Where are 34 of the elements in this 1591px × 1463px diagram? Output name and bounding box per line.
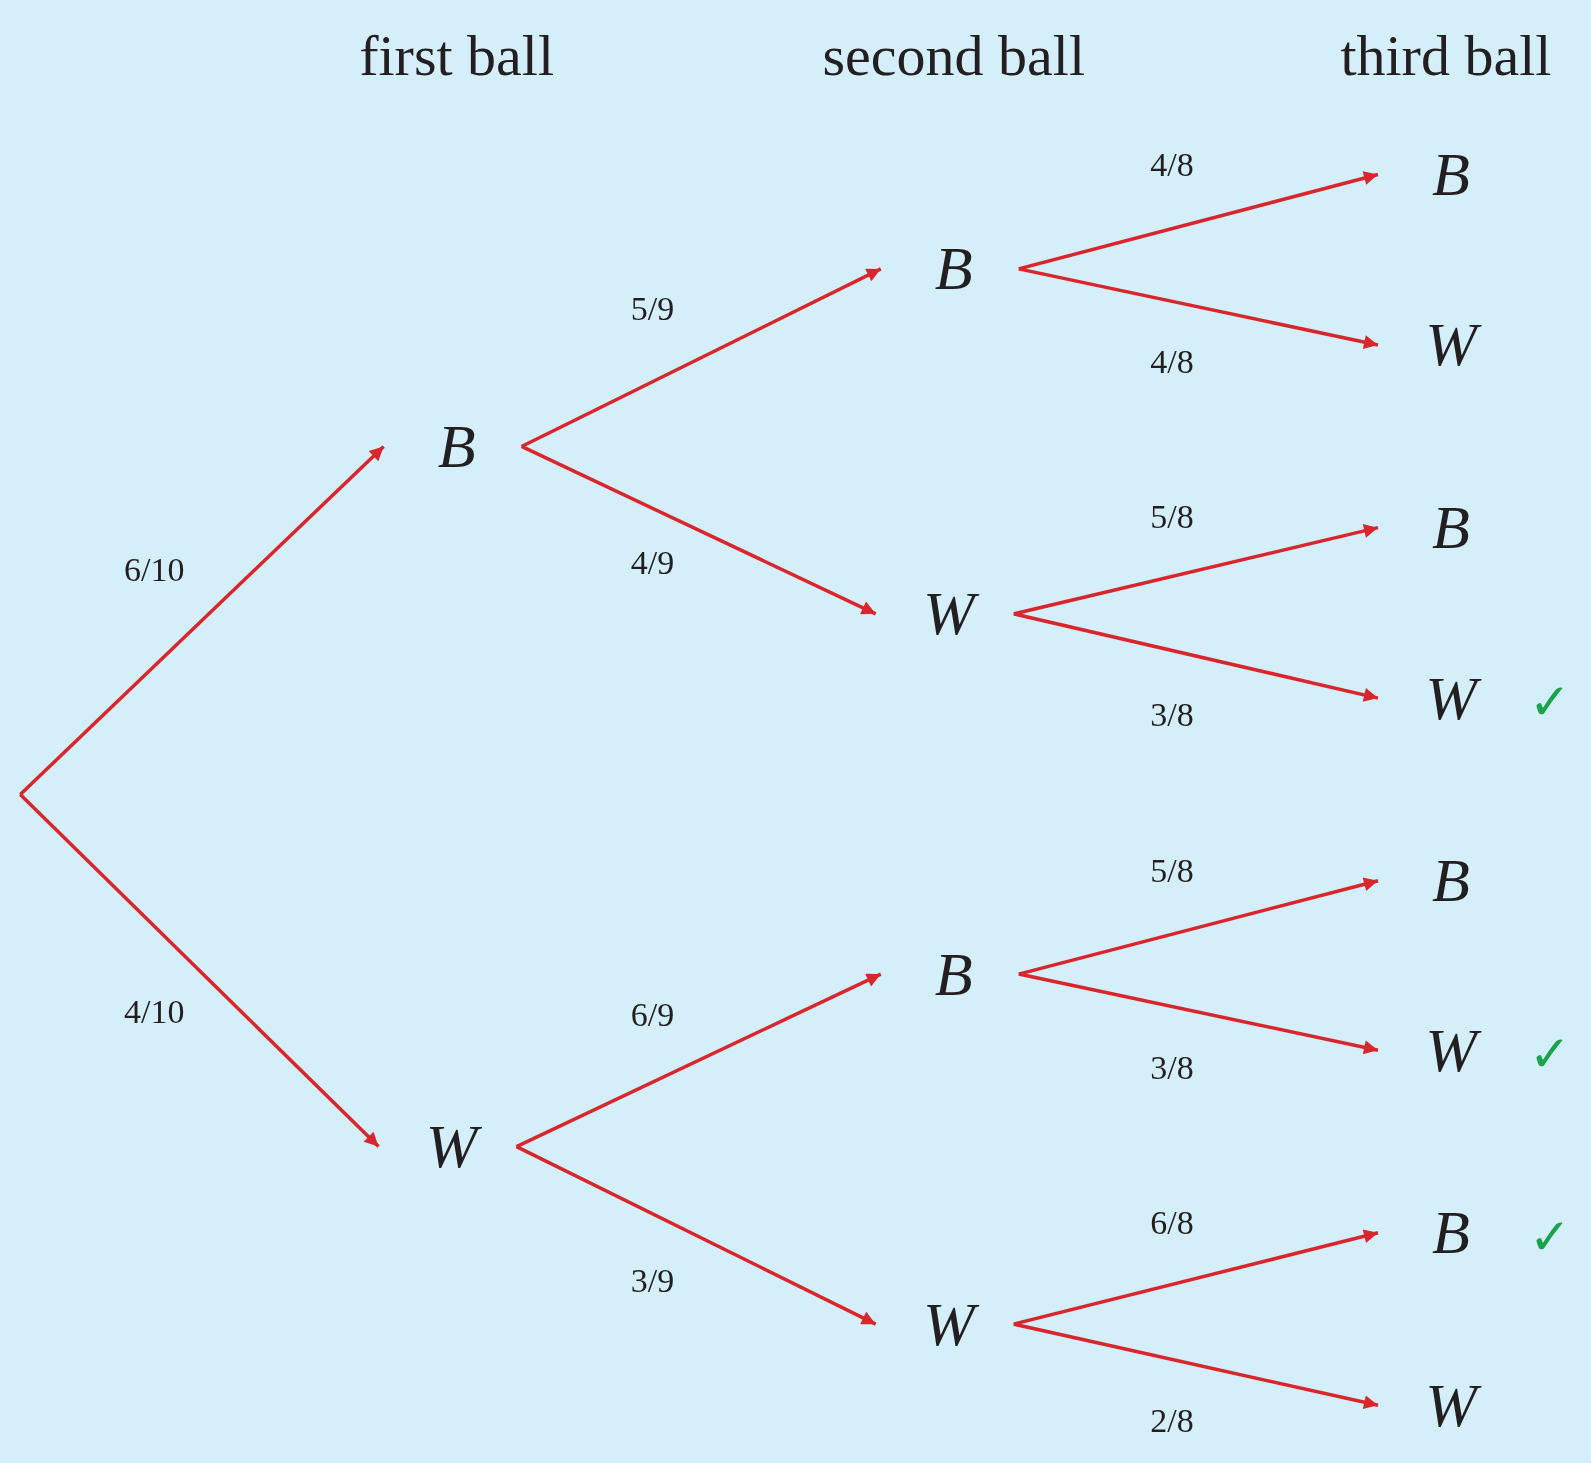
arrow (1013, 1322, 1379, 1410)
arrow (19, 793, 380, 1148)
arrow (520, 267, 882, 448)
arrow (520, 444, 877, 616)
arrow (1013, 612, 1379, 702)
arrow (19, 445, 385, 796)
outcome-label: W (883, 1286, 1014, 1363)
arrow (1018, 972, 1379, 1055)
column-heading: first ball (359, 22, 555, 90)
arrow (515, 972, 882, 1149)
arrow (1013, 524, 1379, 616)
arrow (1013, 1229, 1379, 1326)
outcome-label: W (386, 1108, 517, 1185)
outcome-label: B (1385, 489, 1516, 566)
outcome-label: B (1385, 842, 1516, 919)
outcome-label: W (1385, 660, 1516, 737)
outcome-label: W (1385, 307, 1516, 383)
column-heading: third ball (1340, 22, 1552, 90)
check-mark: ✓ (1529, 1025, 1572, 1084)
check-mark: ✓ (1529, 1207, 1572, 1266)
outcome-label: W (883, 575, 1014, 652)
arrow (1018, 877, 1379, 976)
check-mark: ✓ (1529, 673, 1572, 732)
arrow (1018, 267, 1379, 349)
arrow (515, 1145, 877, 1326)
outcome-label: W (1385, 1012, 1516, 1089)
outcome-label: B (391, 408, 522, 485)
outcome-label: B (888, 230, 1019, 307)
outcome-label: B (1385, 1194, 1516, 1271)
outcome-label: B (1385, 136, 1516, 213)
outcome-label: W (1385, 1367, 1516, 1444)
arrow (1018, 171, 1379, 271)
column-heading: second ball (822, 22, 1086, 90)
outcome-label: B (888, 936, 1019, 1013)
